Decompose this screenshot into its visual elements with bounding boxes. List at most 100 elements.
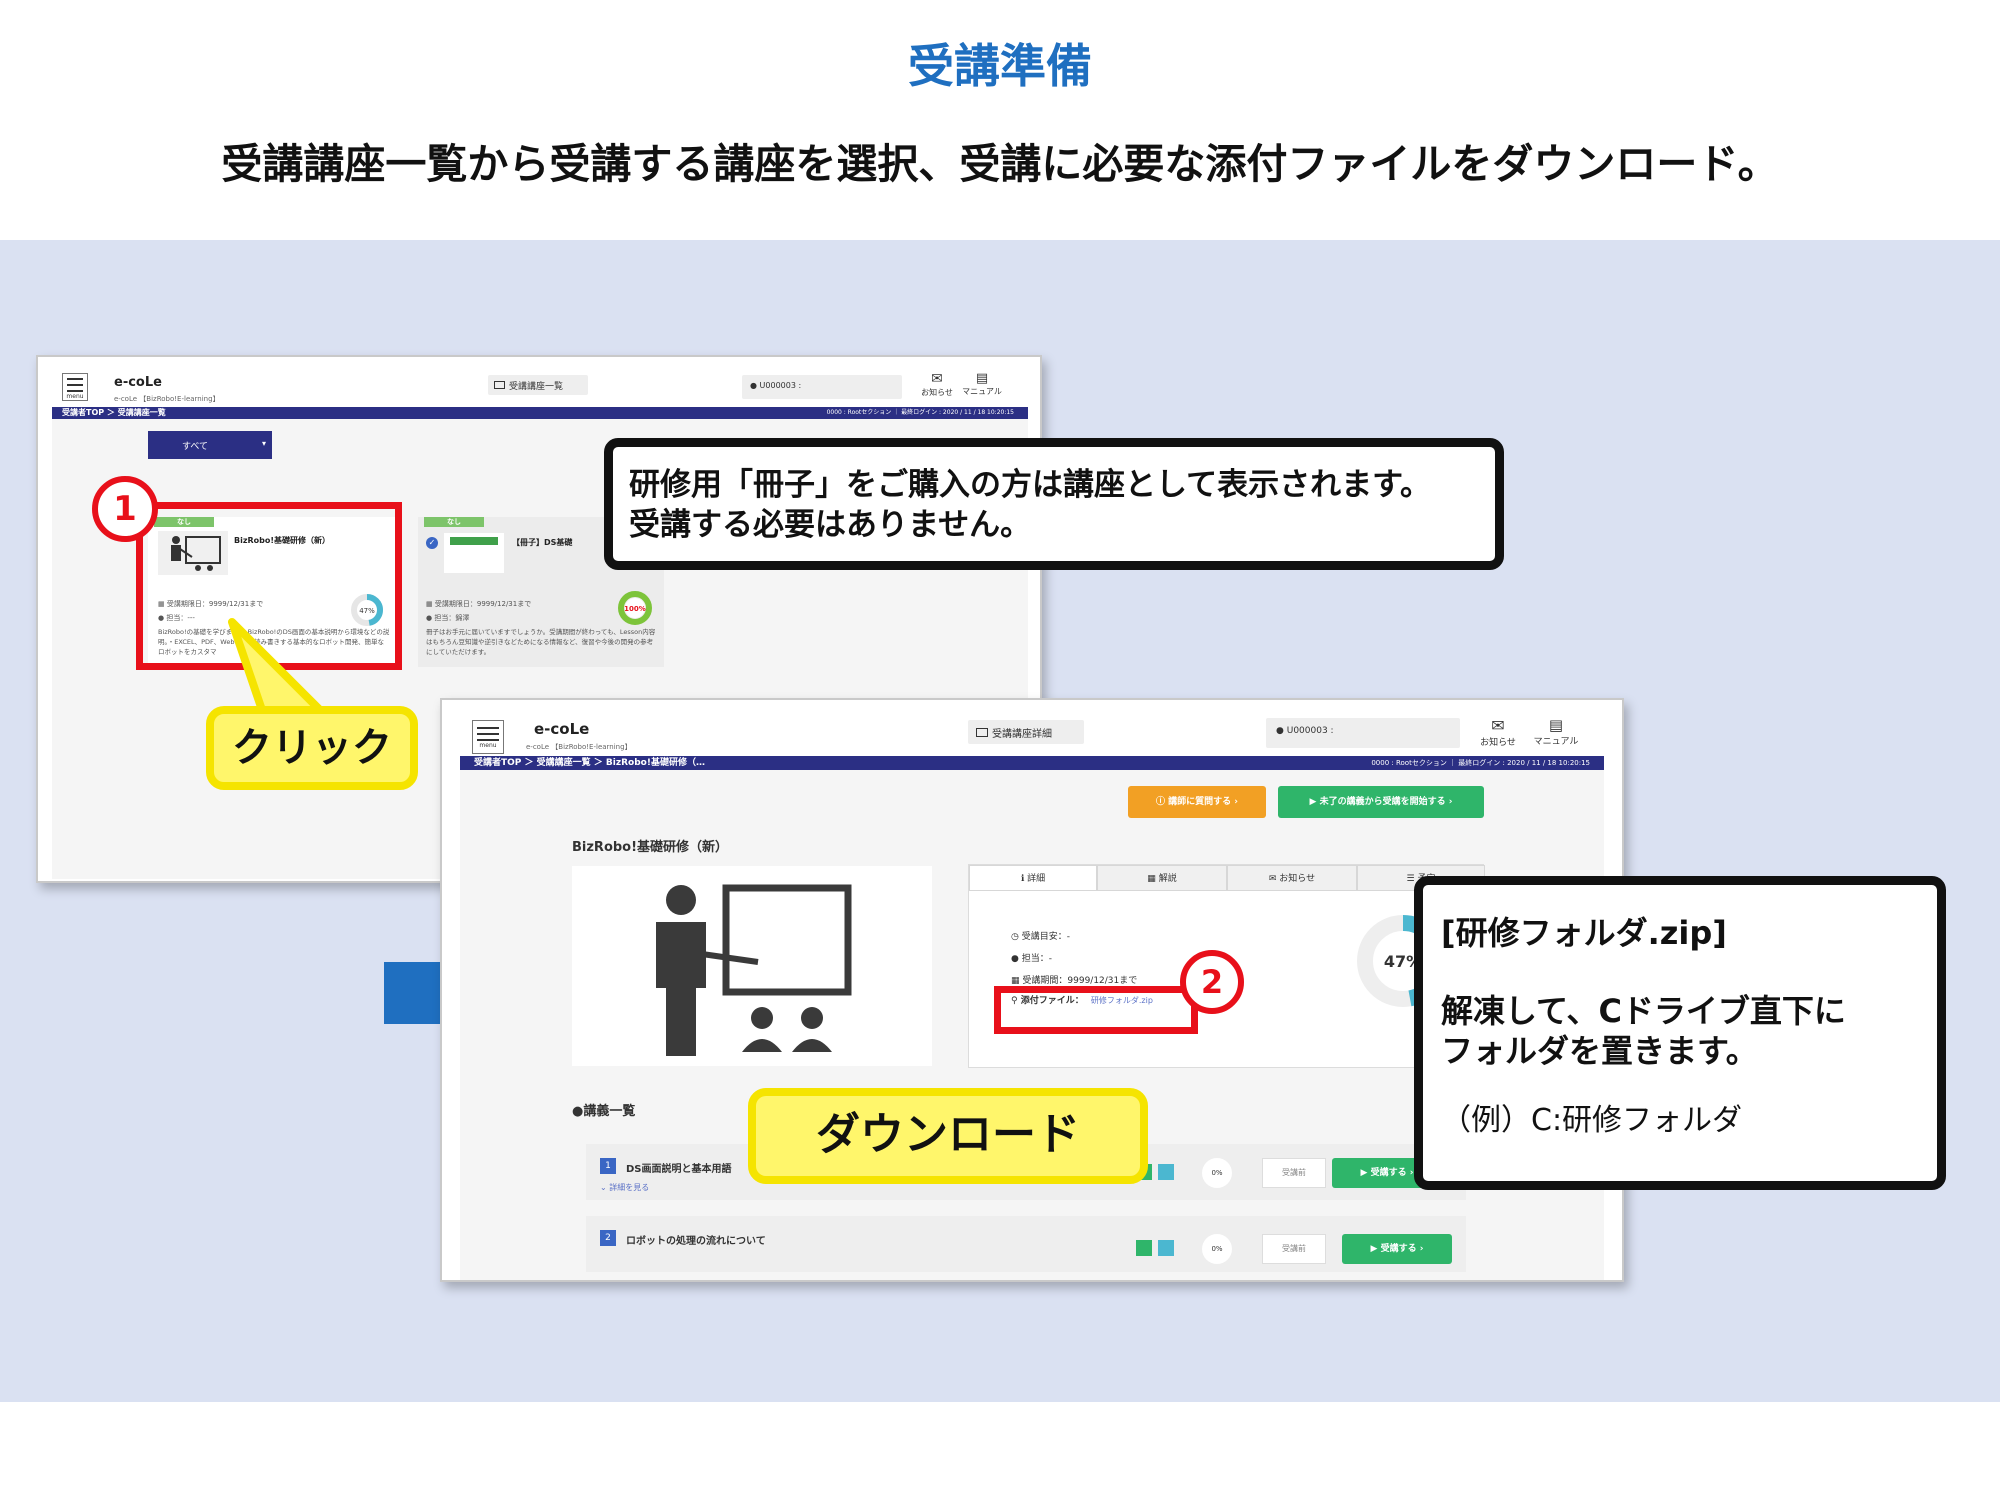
course-title: BizRobo!基礎研修（新）: [234, 536, 331, 545]
user-account-box[interactable]: ● U000003 :: [742, 375, 902, 399]
download-callout: ダウンロード: [748, 1088, 1148, 1184]
highlight-attachment: [994, 986, 1198, 1034]
user-account-box[interactable]: ● U000003 :: [1266, 718, 1460, 748]
lecture-number: 1: [600, 1158, 616, 1174]
nav-course-detail-button[interactable]: 受講講座詳細: [968, 720, 1084, 744]
course-description: 冊子はお手元に届いていますでしょうか。受講期間が終わっても、Lesson内容はも…: [426, 628, 656, 656]
ecole-logo: e-coLe: [114, 375, 162, 390]
step-1-marker: 1: [92, 476, 158, 542]
start-lecture-button[interactable]: ▶ 未了の講義から受講を開始する ›: [1278, 786, 1484, 818]
play-circle-icon: ▶: [1360, 1168, 1368, 1178]
manual-button[interactable]: ▤ マニュアル: [1528, 716, 1584, 747]
page-title: 受講準備: [908, 39, 1092, 93]
lecture-title: DS画面説明と基本用語: [626, 1164, 732, 1175]
course-owner: ● 担当：-: [1011, 954, 1052, 964]
notice-button[interactable]: ✉ お知らせ: [1478, 716, 1518, 748]
lecture-number: 2: [600, 1230, 616, 1246]
logo-subtitle: e-coLe 【BizRobo!E-learning】: [526, 743, 632, 751]
info-icon: ℹ: [1020, 874, 1025, 884]
ecole-logo: e-coLe: [534, 720, 590, 738]
lecture-progress: 0%: [1202, 1234, 1232, 1264]
breadcrumb-bar: 受講者TOP ＞ 受講講座一覧 0000 : Rootセクション ｜ 最終ログイ…: [52, 407, 1028, 419]
ask-instructor-button[interactable]: ⓘ 講師に質問する ›: [1128, 786, 1266, 818]
course-period: ▦ 受講期限日：9999/12/31まで: [426, 600, 532, 608]
monitor-icon: [494, 381, 505, 389]
course-card-bizrobo[interactable]: なし BizRobo!基礎研修（新） ▦ 受講期限日：9999/12/31まで …: [148, 517, 398, 663]
user-icon: ●: [1011, 954, 1019, 964]
zip-callout-title: [研修フォルダ.zip]: [1441, 914, 1727, 952]
course-owner: ● 担当：錦澤: [426, 614, 470, 622]
caret-down-icon: ▾: [261, 439, 266, 448]
attachment-row: ⚲ 添付ファイル： 研修フォルダ.zip: [1011, 996, 1153, 1006]
hamburger-icon: [477, 727, 499, 729]
course-title: 【冊子】DS基礎: [512, 538, 573, 547]
start-lecture-2-button[interactable]: ▶ 受講する ›: [1342, 1234, 1452, 1264]
progress-value: 47%: [359, 607, 375, 615]
calendar-icon: ▦: [1011, 976, 1020, 986]
user-icon: ●: [158, 614, 165, 622]
menu-button[interactable]: menu: [472, 720, 504, 754]
progress-value: 47%: [1384, 952, 1422, 971]
user-icon: ●: [1276, 726, 1284, 736]
user-icon: ●: [750, 381, 757, 390]
document-icon: [1158, 1164, 1174, 1180]
book-icon: ▤: [1548, 716, 1564, 734]
mail-icon: ✉: [1491, 716, 1505, 735]
lecture-status: 受講前: [1262, 1158, 1326, 1188]
lecture-row[interactable]: 2 ロボットの処理の流れについて 0% 受講前 ▶ 受講する ›: [586, 1216, 1466, 1272]
attachment-link[interactable]: 研修フォルダ.zip: [1090, 996, 1153, 1005]
manual-button[interactable]: ▤ マニュアル: [960, 371, 1004, 397]
menu-label: menu: [479, 742, 497, 749]
video-icon: [1136, 1240, 1152, 1256]
menu-label: menu: [66, 393, 84, 400]
clock-icon: ◷: [1011, 932, 1019, 942]
document-icon: ▦: [1147, 874, 1156, 884]
zip-callout-example: （例）C:研修フォルダ: [1441, 1103, 1743, 1138]
menu-button[interactable]: menu: [62, 373, 88, 401]
booklet-thumbnail: [444, 533, 504, 573]
status-info: 0000 : Rootセクション ｜ 最終ログイン : 2020 / 11 / …: [826, 409, 1014, 416]
progress-value: 100%: [624, 605, 646, 613]
book-icon: ▤: [975, 371, 989, 386]
filter-select[interactable]: すべて ▾: [148, 431, 272, 459]
list-icon: ☰: [1406, 874, 1415, 884]
lecture-progress: 0%: [1202, 1158, 1232, 1188]
page-subtitle: 受講講座一覧から受講する講座を選択、受講に必要な添付ファイルをダウンロード。: [221, 140, 1779, 188]
click-callout: クリック: [206, 706, 418, 790]
progress-ring: 100%: [618, 591, 652, 625]
logo-subtitle: e-coLe 【BizRobo!E-learning】: [114, 395, 220, 403]
tab-notice[interactable]: ✉ お知らせ: [1227, 865, 1357, 891]
breadcrumb-bar: 受講者TOP ＞ 受講講座一覧 ＞ BizRobo!基礎研修（… 0000 : …: [460, 756, 1604, 770]
booklet-note-line1: 研修用「冊子」をご購入の方は講座として表示されます。: [629, 467, 1431, 503]
notice-button[interactable]: ✉ お知らせ: [921, 371, 953, 397]
play-circle-icon: ▶: [1309, 797, 1317, 807]
lecture-more-link[interactable]: ⌄ 詳細を見る: [600, 1183, 650, 1192]
breadcrumb[interactable]: 受講者TOP ＞ 受講講座一覧 ＞ BizRobo!基礎研修（…: [474, 758, 705, 768]
check-circle-icon: ✓: [426, 537, 438, 549]
progress-ring: 47%: [351, 594, 383, 626]
tab-detail[interactable]: ℹ 詳細: [969, 865, 1097, 891]
course-period: ▦ 受講期間：9999/12/31まで: [1011, 976, 1138, 986]
monitor-icon: [976, 728, 988, 737]
lecture-list-heading: ●講義一覧: [572, 1104, 636, 1119]
user-icon: ●: [426, 614, 433, 622]
status-badge: なし: [154, 517, 214, 527]
status-badge: なし: [424, 517, 484, 527]
course-owner: ● 担当：---: [158, 614, 195, 622]
mail-icon: ✉: [1268, 874, 1277, 884]
play-circle-icon: ▶: [1370, 1244, 1378, 1254]
presenter-icon: [158, 531, 228, 575]
calendar-icon: ▦: [426, 600, 433, 608]
course-image: [572, 866, 932, 1066]
booklet-note-line2: 受講する必要はありません。: [629, 507, 1032, 543]
hamburger-icon: [67, 378, 83, 380]
step-2-marker: 2: [1180, 950, 1244, 1014]
nav-course-list-button[interactable]: 受講講座一覧: [488, 375, 588, 395]
tab-explanation[interactable]: ▦ 解説: [1097, 865, 1227, 891]
question-circle-icon: ⓘ: [1155, 797, 1165, 807]
zip-callout-line2: フォルダを置きます。: [1441, 1032, 1758, 1070]
calendar-icon: ▦: [158, 600, 165, 608]
breadcrumb[interactable]: 受講者TOP ＞ 受講講座一覧: [62, 408, 166, 417]
study-guide: ◷ 受講目安：-: [1011, 932, 1070, 942]
zip-callout-line1: 解凍して、Cドライブ直下に: [1441, 992, 1846, 1030]
